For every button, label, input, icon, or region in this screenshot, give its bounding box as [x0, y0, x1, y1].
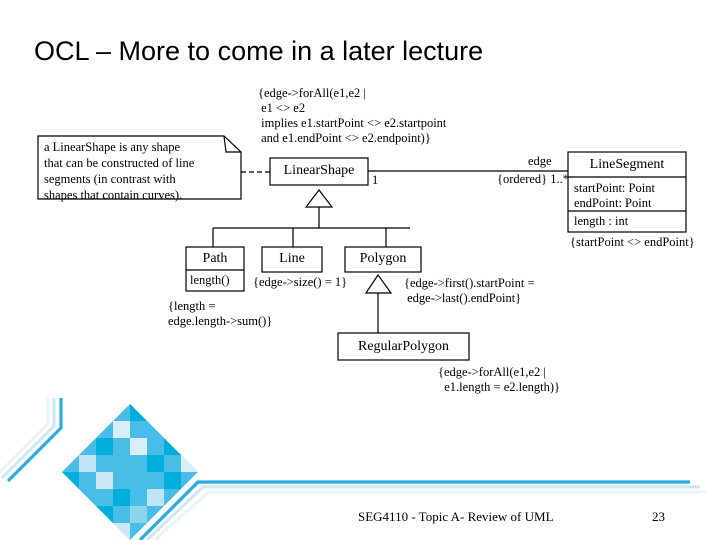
class-box-line — [261, 246, 323, 273]
constraint-line-segment: {startPoint <> endPoint} — [570, 235, 695, 249]
note-text-linear-shape: a LinearShape is any shape that can be c… — [44, 140, 195, 202]
constraint-line-size: {edge->size() = 1} — [253, 275, 348, 289]
note-box-outline — [37, 135, 242, 200]
constraint-linear-shape-edges: {edge->forAll(e1,e2 | e1 <> e2 implies e… — [258, 86, 447, 145]
association-multiplicity-target: {ordered} 1..* — [497, 172, 570, 186]
class-name-linear-shape: LinearShape — [283, 163, 355, 178]
decoration-swoosh-lower — [138, 480, 706, 540]
class-operation-length: length() — [190, 273, 230, 287]
uml-class-diagram: {edge->forAll(e1,e2 | e1 <> e2 implies e… — [37, 86, 695, 394]
class-attribute-length: length : int — [574, 214, 629, 228]
diagram-geometry — [37, 135, 687, 361]
footer-page-number: 23 — [652, 509, 665, 524]
class-name-path: Path — [202, 251, 228, 266]
class-name-line-segment: LineSegment — [589, 157, 665, 172]
generalization-triangle-polygon — [364, 273, 393, 294]
note-fold-corner — [223, 135, 241, 153]
class-box-line-segment — [567, 151, 687, 233]
class-box-regular-polygon — [337, 332, 470, 361]
footer-course-label: SEG4110 - Topic A- Review of UML — [358, 509, 554, 524]
class-name-regular-polygon: RegularPolygon — [358, 339, 449, 354]
class-name-polygon: Polygon — [359, 251, 407, 266]
class-attribute-start-point: startPoint: Point — [574, 181, 655, 195]
class-name-line: Line — [279, 251, 305, 266]
decoration-swoosh-upper — [0, 398, 63, 483]
constraint-path-length: {length = edge.length->sum()} — [168, 299, 273, 328]
page-title: OCL – More to come in a later lecture — [34, 36, 484, 66]
constraint-polygon-closed: {edge->first().startPoint = edge->last()… — [404, 276, 535, 305]
class-box-path — [185, 246, 245, 292]
constraint-regular-polygon: {edge->forAll(e1,e2 | e1.length = e2.len… — [438, 365, 561, 394]
generalization-triangle-linear-shape — [304, 189, 334, 208]
association-multiplicity-source: 1 — [372, 173, 379, 187]
class-attribute-end-point: endPoint: Point — [574, 196, 652, 210]
association-role-edge: edge — [528, 154, 552, 168]
slide-decoration-graphic — [0, 398, 706, 540]
class-box-polygon — [344, 246, 422, 273]
